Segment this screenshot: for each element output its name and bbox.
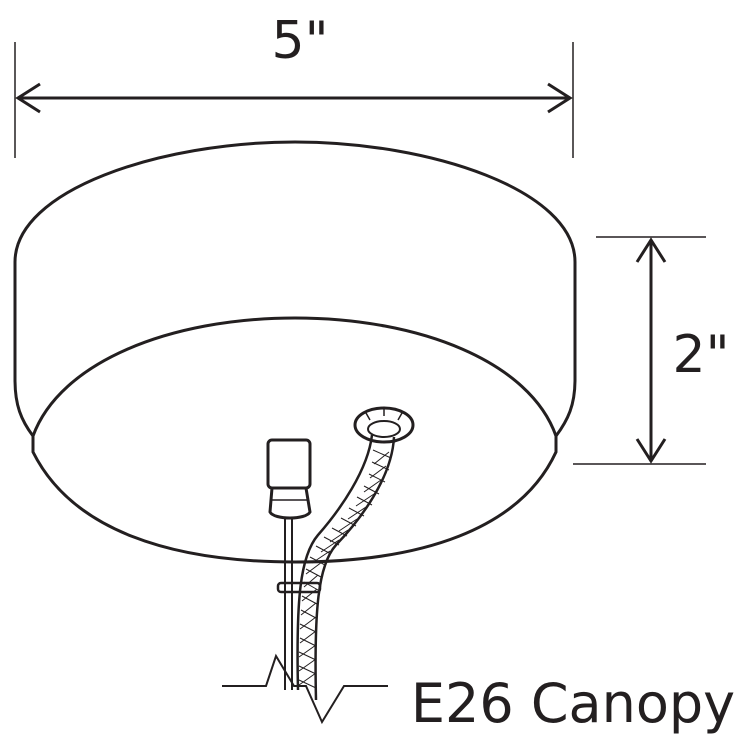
socket-cap <box>266 438 312 490</box>
canopy-body <box>13 140 577 564</box>
height-arrow-bottom <box>635 438 667 464</box>
width-dimension: 5" <box>14 11 574 158</box>
braided-cord <box>296 434 396 701</box>
support-wire <box>284 518 293 690</box>
clamp-band <box>276 581 322 594</box>
grip-ring-tick-1 <box>365 412 371 421</box>
width-arrow-right <box>547 82 573 114</box>
height-label: 2" <box>672 325 729 385</box>
grip-ring-tick-3 <box>397 412 403 421</box>
width-arrow-left <box>15 82 41 114</box>
height-dimension: 2" <box>573 236 730 465</box>
grip-ring-inner <box>367 420 401 438</box>
cord-edge-left <box>296 434 374 691</box>
socket-neck <box>268 486 312 520</box>
cable-grip <box>353 406 415 444</box>
cable-clamp <box>276 581 322 594</box>
cord-braid-pattern <box>298 449 392 689</box>
height-arrow-top <box>635 237 667 263</box>
canopy-outline <box>13 140 577 564</box>
canopy-base-rim <box>31 316 558 437</box>
caption: E26 Canopy <box>411 672 735 735</box>
break-line <box>222 653 388 725</box>
cord-edge-right <box>314 436 396 701</box>
break-line-zigzag <box>222 653 388 725</box>
width-label: 5" <box>271 11 328 71</box>
socket <box>266 438 312 520</box>
